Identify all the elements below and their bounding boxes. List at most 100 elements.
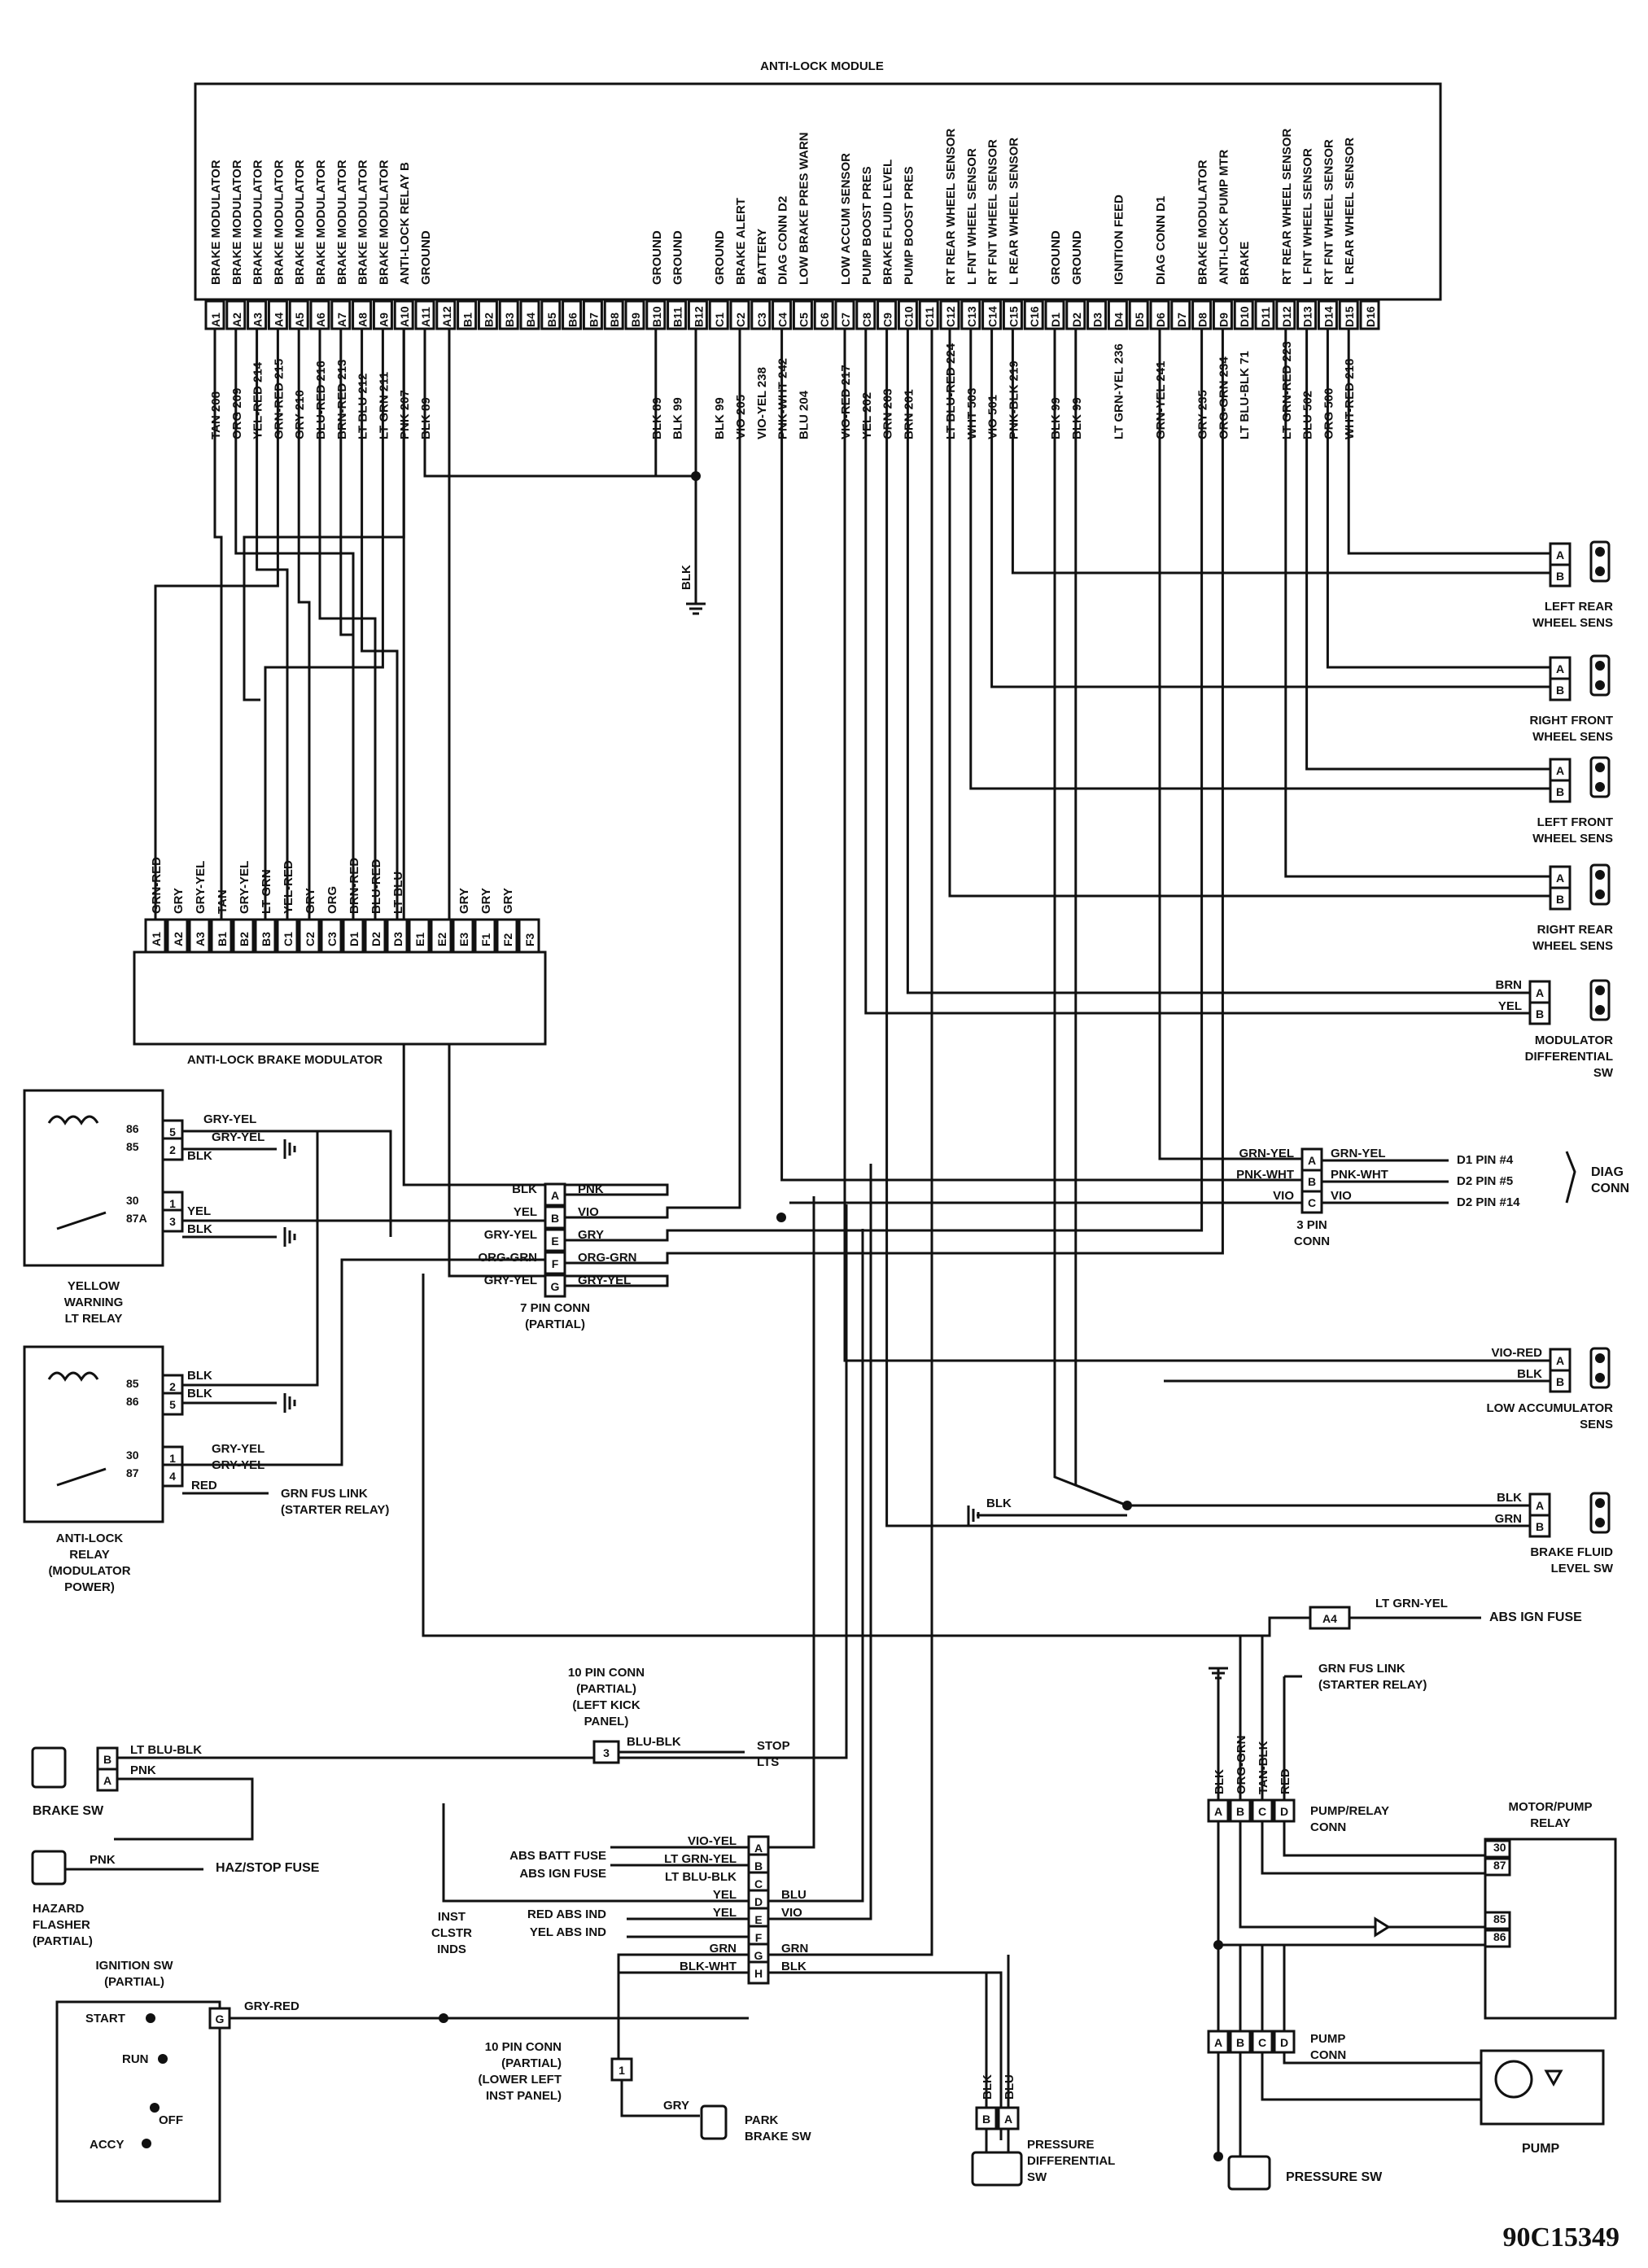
ten-pin-kick-pin-id: 3: [603, 1746, 610, 1759]
ten-pin-kick-label: (LEFT KICK: [572, 1698, 640, 1712]
sensor-wire: [990, 330, 1550, 688]
module-pin-id: A11: [419, 307, 432, 327]
seven-pin-conn-pin: [544, 1251, 566, 1275]
module-pin-id: A7: [335, 312, 348, 327]
modulator-diff-sw-wire: BRN: [1496, 978, 1523, 992]
module-pin-wire: GRN-RED 215: [272, 359, 286, 439]
modulator-diff-sw-pin-label: B: [1536, 1007, 1544, 1020]
diag-target: D1 PIN #4: [1457, 1153, 1514, 1167]
figure-id: 90C15349: [1502, 2222, 1620, 2253]
module-pin: [330, 299, 352, 330]
modulator-pin-id: D1: [348, 932, 361, 946]
relay1-wire: BLK: [187, 1222, 212, 1236]
pump-relay-conn-pin-label: D: [1280, 1805, 1288, 1818]
modulator-pin-wire: LT BLU: [391, 872, 405, 914]
module-pin: [1128, 299, 1149, 330]
pump-conn-pin-label: C: [1258, 2036, 1266, 2049]
module-pin-id: D8: [1196, 312, 1209, 327]
ground-wire: [1053, 330, 1128, 1507]
module-pin-id: D10: [1238, 306, 1251, 327]
ignition-position: OFF: [159, 2113, 183, 2127]
modulator-wire: [264, 330, 384, 920]
module-pin: [540, 299, 562, 330]
cluster-wire: [768, 1196, 815, 1849]
pressure-diff-pin-label: A: [1004, 2113, 1012, 2126]
wheel-sensor-pin: [1549, 758, 1572, 782]
modulator-pin-id: D3: [391, 932, 404, 946]
low-accum-wire: VIO-RED: [1491, 1346, 1542, 1360]
module-pin: [1149, 299, 1170, 330]
module-pin-function: BRAKE MODULATOR: [1196, 160, 1210, 285]
relay1-pin: [161, 1137, 184, 1161]
ten-pin-kick-pin: [592, 1740, 620, 1764]
module-pin: [1170, 299, 1191, 330]
module-pin-function: RT REAR WHEEL SENSOR: [1280, 129, 1294, 285]
wheel-sensor-name: WHEEL SENS: [1532, 832, 1613, 846]
cluster-label: ABS IGN FUSE: [519, 1867, 606, 1881]
fluid-level-wire: [885, 330, 1530, 1527]
cluster-wire-left: BLK-WHT: [680, 1960, 737, 1973]
cluster-pin-label: H: [754, 1967, 763, 1980]
module-pin-id: C12: [944, 306, 957, 327]
module-pin-id: A2: [230, 312, 243, 327]
abs-ign-wire: [422, 1274, 1310, 1637]
pump-relay-conn-wire: BLK: [1213, 1769, 1226, 1794]
modulator-wire: [318, 330, 377, 920]
cluster-pin-label: B: [754, 1859, 763, 1873]
motor-relay-name: MOTOR/PUMP: [1508, 1800, 1592, 1814]
modulator-pin-id: B2: [238, 932, 251, 946]
module-pin-function: RT REAR WHEEL SENSOR: [944, 129, 958, 285]
module-pin-wire: BLU 502: [1301, 391, 1315, 439]
module-pin: [352, 299, 373, 330]
module-pin-wire: GRY 210: [293, 390, 307, 439]
pump-wire: [1239, 1821, 1485, 1929]
brake-sw-pin-label: A: [103, 1774, 111, 1787]
module-pin-id: D4: [1112, 312, 1125, 327]
cluster-wire: [442, 1803, 749, 1903]
wheel-sensor-plug: [1595, 661, 1605, 671]
module-pin-id: C8: [860, 312, 873, 327]
pump-wire: [1261, 2052, 1481, 2101]
module-pin: [834, 299, 855, 330]
module-pin: [960, 299, 981, 330]
modulator-pin-id: C2: [304, 932, 317, 946]
wheel-sensor-plug: [1595, 680, 1605, 690]
wheel-sensor-pin-label: A: [1556, 662, 1564, 675]
module-pin: [1317, 299, 1338, 330]
module-pin: [729, 299, 750, 330]
ground-wire: [1074, 330, 1128, 1507]
module-pin-wire: BLK 99: [671, 397, 685, 439]
cluster-label: RED ABS IND: [527, 1907, 606, 1921]
module-pin-id: C14: [986, 306, 999, 327]
module-pin-id: B4: [524, 312, 537, 327]
seven-pin-label: 7 PIN CONN: [520, 1301, 590, 1315]
ten-pin-lower-wire: GRY: [663, 2099, 689, 2113]
cluster-label: YEL ABS IND: [530, 1925, 606, 1939]
seven-pin-wire-left: GRY-YEL: [484, 1228, 537, 1242]
relay2-name: ANTI-LOCK: [56, 1532, 124, 1545]
module-pin: [772, 299, 793, 330]
module-pin: [1338, 299, 1359, 330]
low-accum-pin-label: B: [1556, 1375, 1564, 1388]
pump-relay-conn-pin: [1273, 1798, 1296, 1823]
wheel-sensor-pin: [1549, 677, 1572, 701]
module-pin: [414, 299, 435, 330]
modulator-pin-wire: GRY: [501, 888, 515, 914]
diag-conn-pin-label: C: [1308, 1196, 1316, 1209]
cluster-wire-left: VIO-YEL: [688, 1834, 737, 1848]
seven-pin-wire-right: VIO: [578, 1205, 599, 1219]
pump-relay-conn-wire: RED: [1279, 1768, 1292, 1794]
splice-dot: [1122, 1501, 1132, 1510]
seven-pin-wire: [448, 330, 669, 1287]
relay2-term: 85: [126, 1377, 139, 1390]
module-pin: [225, 299, 247, 330]
module-pin: [792, 299, 813, 330]
motor-relay-name: RELAY: [1530, 1816, 1570, 1830]
cluster-wire-left: LT BLU-BLK: [665, 1870, 737, 1884]
pump-relay-conn-pin-label: B: [1236, 1805, 1244, 1818]
module-pin-id: C10: [902, 306, 915, 327]
ignition-contact: [146, 2013, 155, 2023]
fluid-level-plug: [1595, 1498, 1605, 1508]
cluster-wire-left: LT GRN-YEL: [664, 1852, 737, 1866]
cluster-wire-right: BLK: [781, 1960, 807, 1973]
